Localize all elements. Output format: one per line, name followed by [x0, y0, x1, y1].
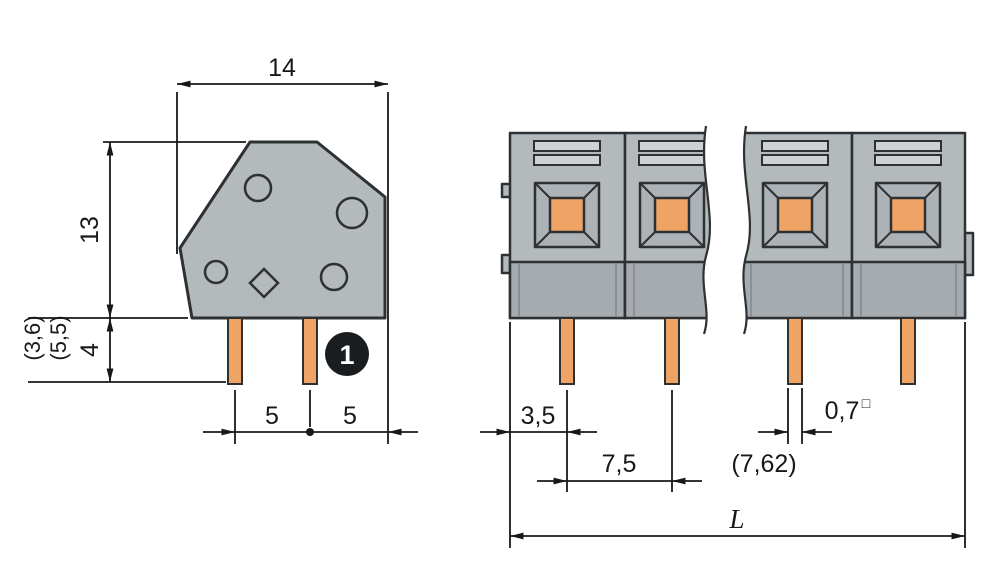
base-band [850, 260, 967, 320]
dimension-extensions-front [509, 322, 966, 548]
dim-pitch-label: 7,5 [602, 450, 637, 478]
dim-pin-length-label: 4 [76, 343, 104, 357]
front-view [500, 125, 975, 385]
vent-slot [874, 140, 942, 152]
wire-opening [548, 196, 586, 234]
dimension-pin-length: 4 [28, 318, 226, 383]
mounting-hole [243, 173, 273, 203]
dimension-pin-alternatives: (3,6) (5,5) [20, 315, 71, 360]
dim-pitch-alt-label: (7,62) [731, 450, 796, 478]
dim-pitch-right-label: 5 [343, 402, 357, 430]
wire-opening [889, 196, 927, 234]
solder-pin [559, 317, 575, 385]
wire-opening [776, 196, 814, 234]
dim-pitch-left-label: 5 [265, 402, 279, 430]
dimension-edge-offset: 3,5 [480, 402, 597, 436]
terminal-module [508, 131, 627, 385]
dimension-pitch: 7,5 (7,62) [537, 450, 797, 485]
dim-total-length-label: L [728, 504, 744, 534]
vent-slot [638, 140, 706, 152]
terminal-module [623, 131, 744, 385]
dimension-pin-width: 0,7 □ [758, 395, 871, 436]
break-line [702, 125, 712, 335]
dim-height-label: 13 [76, 216, 104, 244]
mounting-hole [203, 259, 229, 285]
break-gap [702, 125, 752, 335]
solder-pin [302, 317, 318, 385]
vent-slot [533, 154, 601, 166]
vent-slot [874, 154, 942, 166]
solder-pin [227, 317, 243, 385]
callout-marker [325, 332, 369, 376]
base-band [508, 260, 627, 320]
dimension-pin-pitch-side: 5 5 [203, 390, 418, 444]
terminal-body-side [178, 140, 387, 320]
solder-pin [900, 317, 916, 385]
vent-slot [533, 140, 601, 152]
callout-number: 1 [339, 340, 354, 370]
wire-opening [653, 196, 691, 234]
dim-edge-offset-label: 3,5 [521, 402, 556, 430]
square-hole [248, 267, 280, 299]
base-band [736, 260, 854, 320]
solder-pin [787, 317, 803, 385]
side-view: 1 [178, 140, 387, 385]
dim-pin-width-sup: □ [862, 395, 871, 411]
vent-slot [638, 154, 706, 166]
dimension-width: 14 [176, 54, 389, 444]
mounting-hole [319, 262, 349, 292]
dim-alt-inner-label: (5,5) [46, 315, 71, 360]
vent-slot [761, 140, 829, 152]
vent-slot [761, 154, 829, 166]
dimension-total-length: L [510, 504, 965, 540]
break-line [742, 125, 752, 335]
solder-pin [664, 317, 680, 385]
dim-pin-width-label: 0,7 [825, 397, 860, 425]
terminal-module [850, 131, 967, 385]
mounting-hole [335, 196, 369, 230]
dim-alt-outer-label: (3,6) [20, 315, 45, 360]
terminal-module [736, 131, 854, 385]
dim-width-label: 14 [268, 54, 296, 82]
